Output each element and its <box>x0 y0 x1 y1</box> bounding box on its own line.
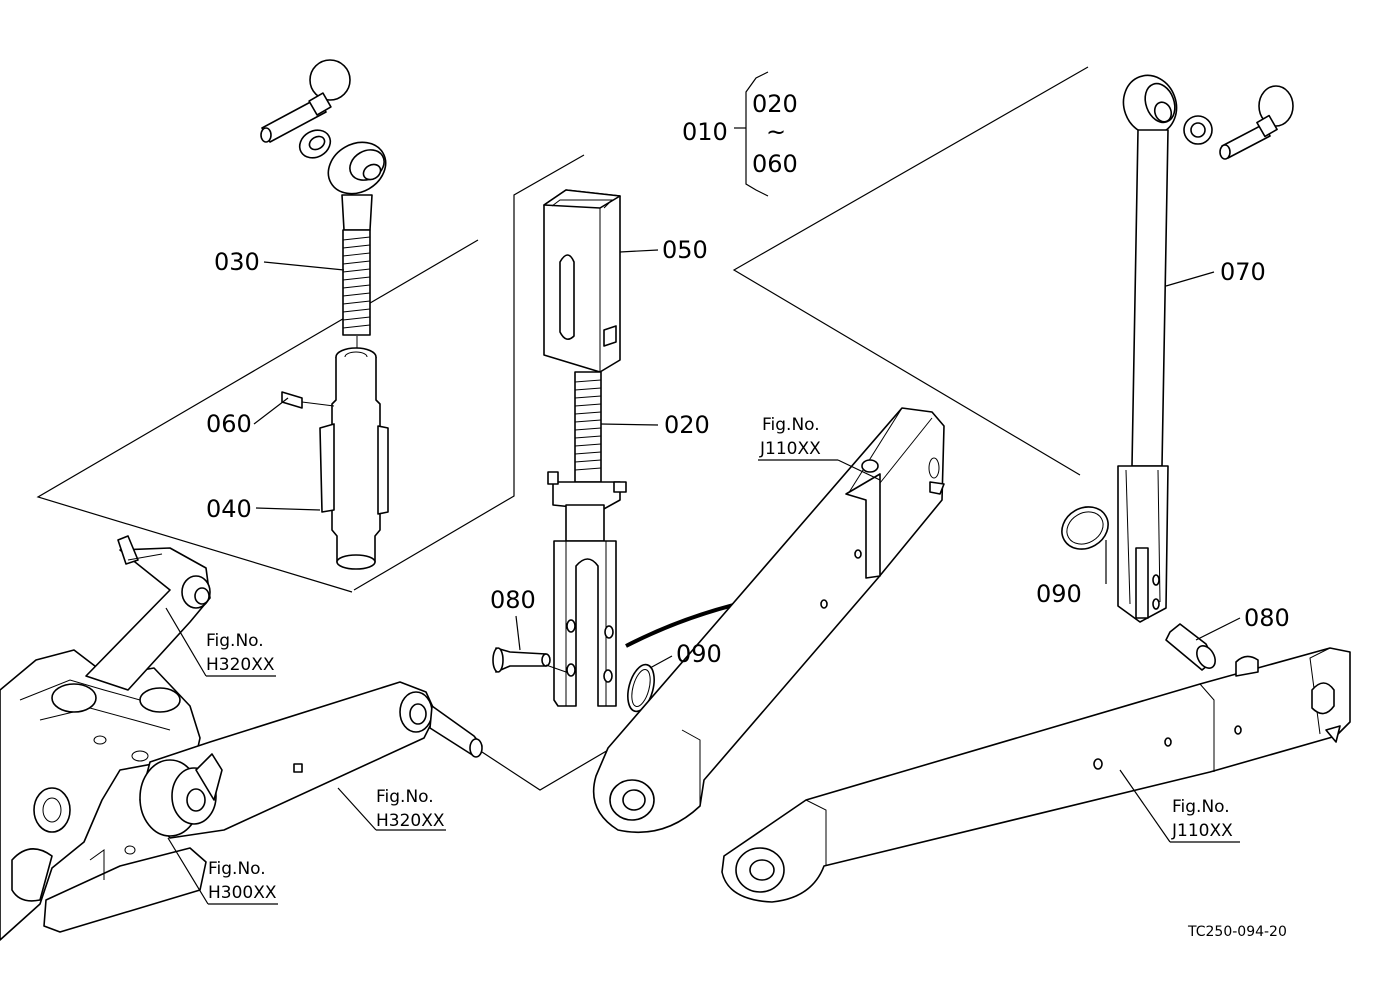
fig-ref-h300-line2: H300XX <box>208 883 277 903</box>
pin-right <box>1165 623 1216 671</box>
fig-ref-j110-bottom-line1: Fig.No. <box>1172 797 1230 817</box>
top-link-rod-end <box>327 141 387 350</box>
label-030: 030 <box>214 248 260 276</box>
drawing-code: TC250-094-20 <box>1187 924 1287 940</box>
clevis-pin <box>492 647 567 673</box>
adjuster-sleeve <box>543 189 621 380</box>
label-020: 020 <box>664 411 710 439</box>
fig-ref-h320-mid-line1: Fig.No. <box>376 787 434 807</box>
label-080-right: 080 <box>1244 604 1290 632</box>
fig-ref-j110-top-line1: Fig.No. <box>762 415 820 435</box>
label-050: 050 <box>662 236 708 264</box>
fig-ref-h320-top-line2: H320XX <box>206 655 275 675</box>
lynch-pin-left <box>260 59 351 143</box>
label-range-tilde: ~ <box>766 118 786 146</box>
fig-ref-j110-top-line2: J110XX <box>759 439 821 459</box>
fig-ref-h300-line1: Fig.No. <box>208 859 266 879</box>
label-040: 040 <box>206 495 252 523</box>
adjuster-screw <box>547 371 627 542</box>
label-060: 060 <box>206 410 252 438</box>
snap-ring-right <box>1061 506 1109 550</box>
label-070: 070 <box>1220 258 1266 286</box>
fig-ref-j110-bottom-line2: J110XX <box>1171 821 1233 841</box>
label-090-right: 090 <box>1036 580 1082 608</box>
tractor-frame <box>0 649 207 941</box>
lift-rod <box>1117 129 1169 623</box>
label-090-left: 090 <box>676 640 722 668</box>
clevis-fork <box>553 540 617 707</box>
label-080-left: 080 <box>490 586 536 614</box>
lift-arm-lower <box>139 681 483 839</box>
label-060-range: 060 <box>752 150 798 178</box>
washer-left <box>298 129 332 159</box>
snap-ring-left <box>627 663 655 713</box>
fig-ref-h320-mid-line2: H320XX <box>376 811 445 831</box>
top-link-tube <box>281 347 389 570</box>
lower-link-center <box>592 407 945 834</box>
lynch-pin-right <box>1219 85 1294 160</box>
washer-right <box>1183 115 1213 145</box>
lift-rod-top-eye <box>1122 74 1178 136</box>
lower-link-right <box>721 647 1351 903</box>
leader-lines <box>165 71 1241 905</box>
fig-ref-h320-top-line1: Fig.No. <box>206 631 264 651</box>
lift-arm-upper <box>85 535 211 691</box>
label-010: 010 <box>682 118 728 146</box>
label-020-range: 020 <box>752 90 798 118</box>
group-outline-left <box>36 239 479 593</box>
group-outline-right <box>732 66 1089 476</box>
